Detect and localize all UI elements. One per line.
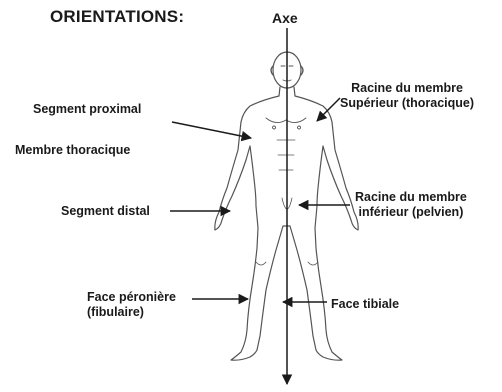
abdomen-detail-shape [277, 140, 295, 209]
arrow-racine-superieur [317, 98, 340, 121]
arrow-segment-proximal [172, 122, 251, 138]
annotation-arrows [170, 98, 350, 302]
chest-detail-shape [266, 118, 306, 129]
